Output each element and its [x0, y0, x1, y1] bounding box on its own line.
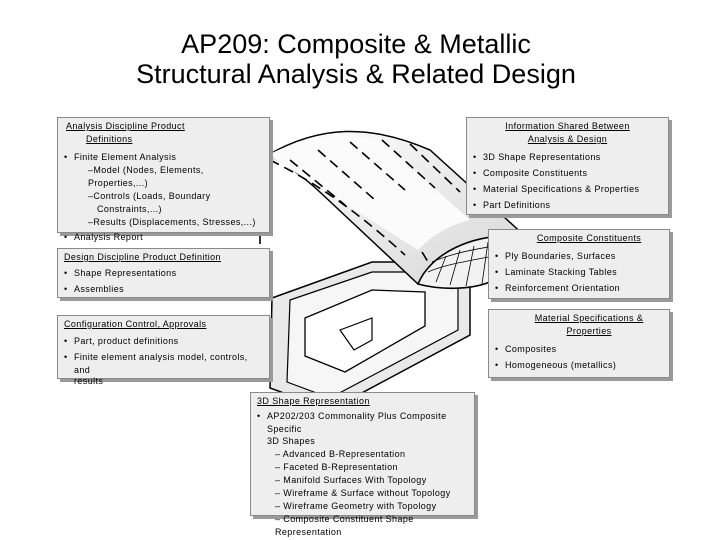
composite-heading: Composite Constituents: [536, 233, 642, 243]
config-item-1: Part, product definitions: [64, 335, 263, 348]
shape-sub-2: – Faceted B-Representation: [275, 462, 398, 472]
wing-top-surface: [268, 136, 470, 250]
title-line-1: AP209: Composite & Metallic: [181, 29, 531, 59]
composite-constituents-box: Composite Constituents Ply Boundaries, S…: [488, 229, 670, 299]
config-heading: Configuration Control, Approvals: [64, 319, 207, 329]
info-item-3: Material Specifications & Properties: [473, 183, 662, 196]
material-heading: Material Specifications & Properties: [534, 313, 644, 336]
composite-item-2: Laminate Stacking Tables: [495, 266, 663, 279]
shape-item: AP202/203 Commonality Plus Composite Spe…: [257, 410, 468, 436]
design-discipline-box: Design Discipline Product Definition Sha…: [57, 248, 270, 298]
analysis-report-item: Analysis Report: [64, 231, 263, 244]
shape-sub-6: – Composite Constituent Shape Representa…: [275, 514, 414, 537]
design-heading: Design Discipline Product Definition: [64, 252, 221, 262]
shape-sub-3: – Manifold Surfaces With Topology: [275, 475, 427, 485]
config-item-2: Finite element analysis model, controls,…: [64, 351, 263, 377]
info-item-1: 3D Shape Representations: [473, 151, 662, 164]
material-spec-box: Material Specifications & Properties Com…: [488, 309, 670, 378]
fea-sub-3: Constraints,...): [97, 204, 162, 214]
info-shared-heading: Information Shared Between Analysis & De…: [505, 121, 630, 144]
shape-item-cont: 3D Shapes: [267, 436, 316, 446]
composite-item-3: Reinforcement Orientation: [495, 282, 663, 295]
design-item-1: Shape Representations: [64, 267, 263, 280]
design-item-2: Assemblies: [64, 283, 263, 296]
shape-sub-1: – Advanced B-Representation: [275, 449, 406, 459]
info-item-4: Part Definitions: [473, 199, 662, 212]
shape-sub-4: – Wireframe & Surface without Topology: [275, 488, 451, 498]
shape-heading: 3D Shape Representation: [257, 396, 370, 406]
information-shared-box: Information Shared Between Analysis & De…: [466, 117, 669, 215]
shape-representation-box: 3D Shape Representation AP202/203 Common…: [250, 392, 475, 537]
fea-item: Finite Element Analysis: [64, 151, 263, 164]
ply-shape-2: [339, 317, 373, 351]
composite-item-1: Ply Boundaries, Surfaces: [495, 250, 663, 263]
material-item-1: Composites: [495, 343, 663, 356]
info-item-2: Composite Constituents: [473, 167, 662, 180]
fea-sub-4: –Results (Displacements, Stresses,...): [88, 217, 256, 227]
shape-sub-5: – Wireframe Geometry with Topology: [275, 501, 437, 511]
configuration-control-box: Configuration Control, Approvals Part, p…: [57, 315, 270, 386]
config-item-2-cont: results: [74, 376, 104, 386]
analysis-discipline-box: Analysis Discipline Product Definitions …: [57, 117, 270, 244]
analysis-heading: Analysis Discipline Product Definitions: [66, 121, 185, 144]
material-item-2: Homogeneous (metallics): [495, 359, 663, 372]
title-line-2: Structural Analysis & Related Design: [136, 59, 576, 89]
fea-sub-2: –Controls (Loads, Boundary: [88, 191, 211, 201]
fea-sub-1: –Model (Nodes, Elements, Properties,...): [88, 165, 204, 188]
